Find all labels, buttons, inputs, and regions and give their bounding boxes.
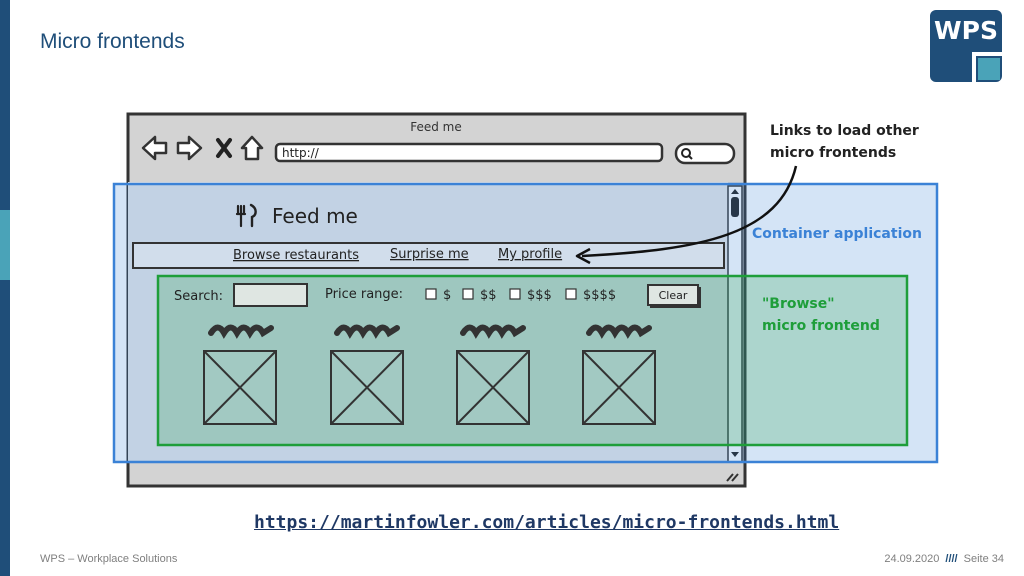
magnifier-handle: [688, 155, 693, 160]
scroll-up-icon[interactable]: [731, 189, 739, 194]
scribble-2: [334, 324, 400, 339]
nav-link-surprise-me[interactable]: Surprise me: [390, 247, 469, 262]
nav-link-my-profile[interactable]: My profile: [498, 247, 562, 262]
price-option-3: $$$: [527, 288, 552, 303]
nav-link-browse-restaurants[interactable]: Browse restaurants: [233, 248, 359, 263]
image-placeholder-2: [330, 350, 404, 425]
search-input[interactable]: [233, 283, 308, 307]
price-checkbox-4[interactable]: [565, 288, 577, 300]
price-checkbox-2[interactable]: [462, 288, 474, 300]
price-option-1: $: [443, 288, 451, 303]
annotation-links-line1: Links to load other: [770, 123, 919, 139]
slide-title: Micro frontends: [40, 30, 185, 53]
image-placeholders: [203, 350, 656, 425]
scroll-down-icon[interactable]: [731, 452, 739, 457]
price-range-label: Price range:: [325, 287, 403, 302]
cutlery-icon: [235, 203, 257, 228]
footer-meta: 24.09.2020 //// Seite 34: [884, 553, 1004, 565]
scroll-thumb[interactable]: [731, 197, 739, 217]
image-placeholder-3: [456, 350, 530, 425]
logo-text: WPS: [934, 16, 998, 45]
stop-x-icon[interactable]: [216, 138, 232, 158]
search-label: Search:: [174, 289, 223, 304]
container-application-box: [112, 182, 939, 464]
price-option-4: $$$$: [583, 288, 616, 303]
price-option-2: $$: [480, 288, 497, 303]
left-accent-bar: [0, 0, 10, 576]
app-title: Feed me: [272, 204, 358, 228]
price-checkbox-1[interactable]: [425, 288, 437, 300]
browser-window-title: Feed me: [410, 120, 462, 134]
home-icon[interactable]: [240, 135, 264, 161]
wps-logo: WPS: [930, 10, 1002, 82]
reference-link[interactable]: https://martinfowler.com/articles/micro-…: [254, 512, 840, 533]
address-bar[interactable]: [274, 142, 664, 163]
logo-square: [978, 58, 1000, 80]
forward-arrow-icon[interactable]: [176, 135, 203, 161]
image-placeholder-1: [203, 350, 277, 425]
browser-search-box[interactable]: [674, 142, 736, 165]
annotation-arrow: [581, 165, 798, 258]
scribble-1: [208, 324, 274, 339]
logo-notch: [972, 52, 1002, 82]
annotation-browse-line1: "Browse": [762, 296, 835, 312]
annotation-links-line2: micro frontends: [770, 145, 896, 161]
footer-separator: ////: [945, 553, 958, 565]
price-checkbox-3[interactable]: [509, 288, 521, 300]
annotation-container: Container application: [752, 226, 922, 242]
address-text: http://: [282, 146, 320, 160]
resize-grip-icon[interactable]: [726, 473, 739, 482]
annotation-browse-line2: micro frontend: [762, 318, 880, 334]
magnifier-icon: [681, 148, 691, 158]
placeholder-scribbles: [208, 324, 652, 339]
back-arrow-icon[interactable]: [141, 135, 168, 161]
left-accent-highlight: [0, 210, 10, 280]
image-placeholder-4: [582, 350, 656, 425]
nav-bar: [132, 242, 725, 269]
scribble-4: [586, 324, 652, 339]
clear-button[interactable]: [647, 284, 699, 306]
clear-button-label: Clear: [659, 289, 688, 302]
browser-content: [128, 182, 728, 462]
footer-date: 24.09.2020: [884, 553, 940, 565]
arrow-head-icon: [575, 247, 591, 265]
scribble-3: [460, 324, 526, 339]
footer-page: Seite 34: [963, 553, 1004, 565]
footer-company: WPS – Workplace Solutions: [40, 553, 178, 565]
